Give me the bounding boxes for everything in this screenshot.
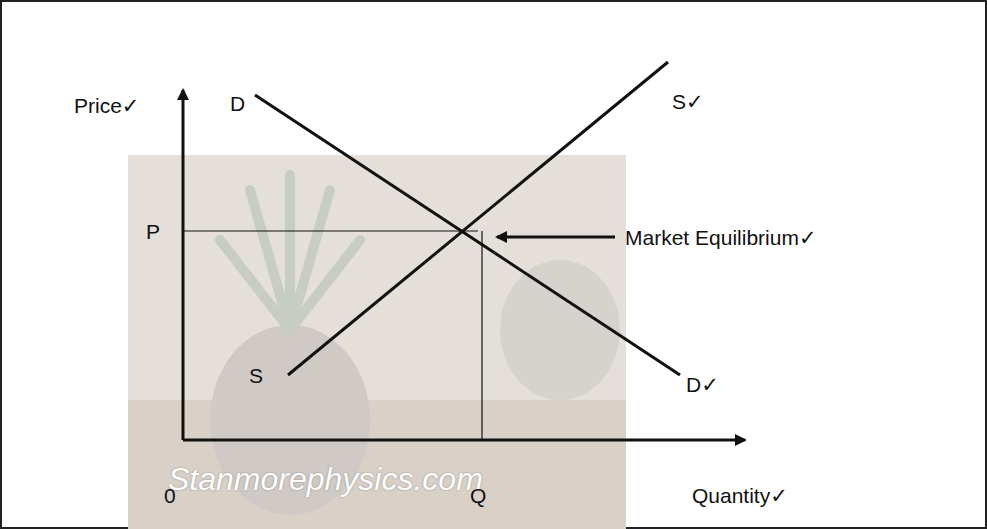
axis-title: Price✓ [74, 94, 139, 117]
quantity-guide [481, 231, 482, 440]
annotation: Market Equilibrium✓ [625, 226, 816, 249]
axis-value: 0 [164, 484, 176, 507]
curve-label: S [249, 364, 263, 387]
curve-label: D✓ [686, 373, 719, 396]
quantity-axis [183, 439, 745, 442]
watermark: Stanmorephysics.com [168, 462, 483, 497]
axis-title: Quantity✓ [692, 484, 788, 507]
axis-value: P [146, 220, 160, 243]
price-guide [183, 230, 478, 231]
curve-label: D [230, 92, 245, 115]
supply-curve [288, 62, 668, 375]
background-photo [128, 155, 626, 529]
equilibrium-pointer [497, 236, 615, 239]
curve-label: S✓ [672, 90, 704, 113]
axis-value: Q [470, 484, 486, 507]
price-axis [182, 90, 185, 440]
demand-curve [255, 95, 680, 375]
